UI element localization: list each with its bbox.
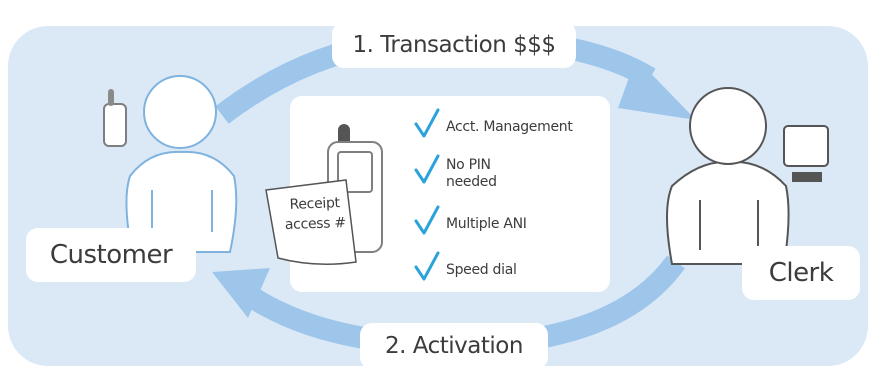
bottom-flow-arrowhead bbox=[212, 268, 270, 318]
top-flow-arrowhead bbox=[618, 58, 696, 120]
customer-phone-icon bbox=[103, 89, 127, 147]
checkmark-icon-3 bbox=[414, 205, 440, 235]
feature-speed-dial: Speed dial bbox=[446, 262, 517, 278]
customer-label: Customer bbox=[26, 228, 196, 282]
checkmark-icon-1 bbox=[414, 108, 440, 138]
clerk-label: Clerk bbox=[742, 246, 860, 300]
feature-multiple-ani: Multiple ANI bbox=[446, 216, 527, 232]
feature-no-pin: No PIN needed bbox=[446, 157, 497, 190]
receipt-icon bbox=[265, 179, 357, 265]
transaction-label: 1. Transaction $$$ bbox=[332, 22, 576, 68]
computer-monitor-icon bbox=[783, 125, 829, 182]
checkmark-icon-4 bbox=[414, 251, 440, 281]
feature-acct-management: Acct. Management bbox=[446, 119, 573, 135]
customer-person-icon bbox=[125, 75, 238, 253]
clerk-person-icon bbox=[666, 87, 790, 265]
checkmark-icon-2 bbox=[414, 154, 440, 184]
activation-label: 2. Activation bbox=[360, 323, 548, 369]
receipt-label: Receipt access # bbox=[284, 195, 347, 234]
